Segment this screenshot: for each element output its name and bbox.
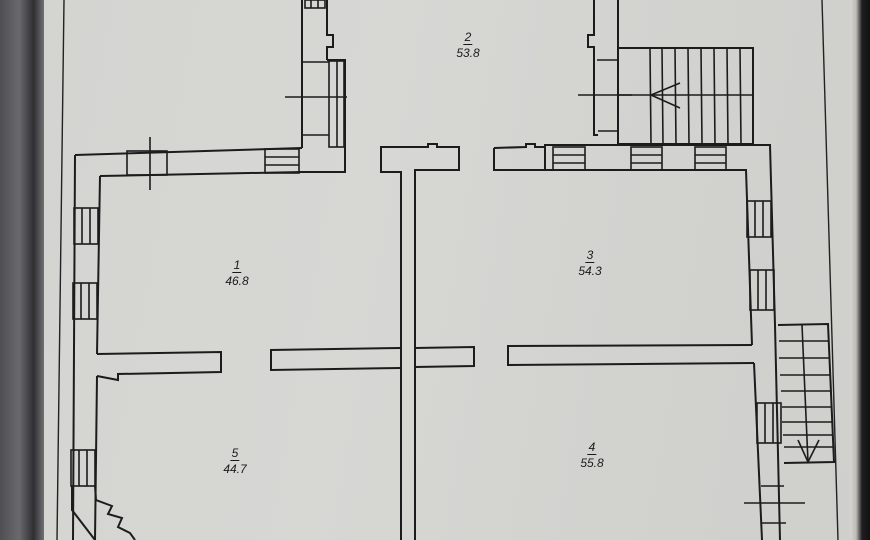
room-2-area: 53.8 xyxy=(456,46,480,61)
arrow-down-icon xyxy=(797,439,820,464)
room-3-label: 3 54.3 xyxy=(578,246,601,279)
page-edge-shadow-right xyxy=(850,0,870,540)
room-3-number: 3 xyxy=(585,248,595,263)
room-2-number: 2 xyxy=(463,30,473,45)
central-walls xyxy=(94,143,755,540)
staircase-lower xyxy=(777,322,836,464)
arrow-left-icon xyxy=(648,82,681,109)
room-2-label: 2 53.8 xyxy=(456,28,479,61)
room-1-label: 1 46.8 xyxy=(225,256,248,289)
staircase-upper xyxy=(617,47,754,145)
paper-sheet xyxy=(44,0,856,540)
frame-line-left xyxy=(56,0,65,540)
room-4-label: 4 55.8 xyxy=(580,438,603,471)
room-5-area: 44.7 xyxy=(223,462,247,477)
room-5-label: 5 44.7 xyxy=(223,444,246,477)
room-1-number: 1 xyxy=(232,258,242,273)
room-1-area: 46.8 xyxy=(225,274,249,289)
room-5-walls xyxy=(70,449,136,540)
room-4-number: 4 xyxy=(587,440,597,455)
room-1-walls xyxy=(72,0,347,540)
room-3-area: 54.3 xyxy=(578,264,602,279)
page-edge-shadow-left xyxy=(0,0,48,540)
frame-line-right xyxy=(821,0,839,540)
room-5-number: 5 xyxy=(230,446,240,461)
room-4-area: 55.8 xyxy=(580,456,604,471)
